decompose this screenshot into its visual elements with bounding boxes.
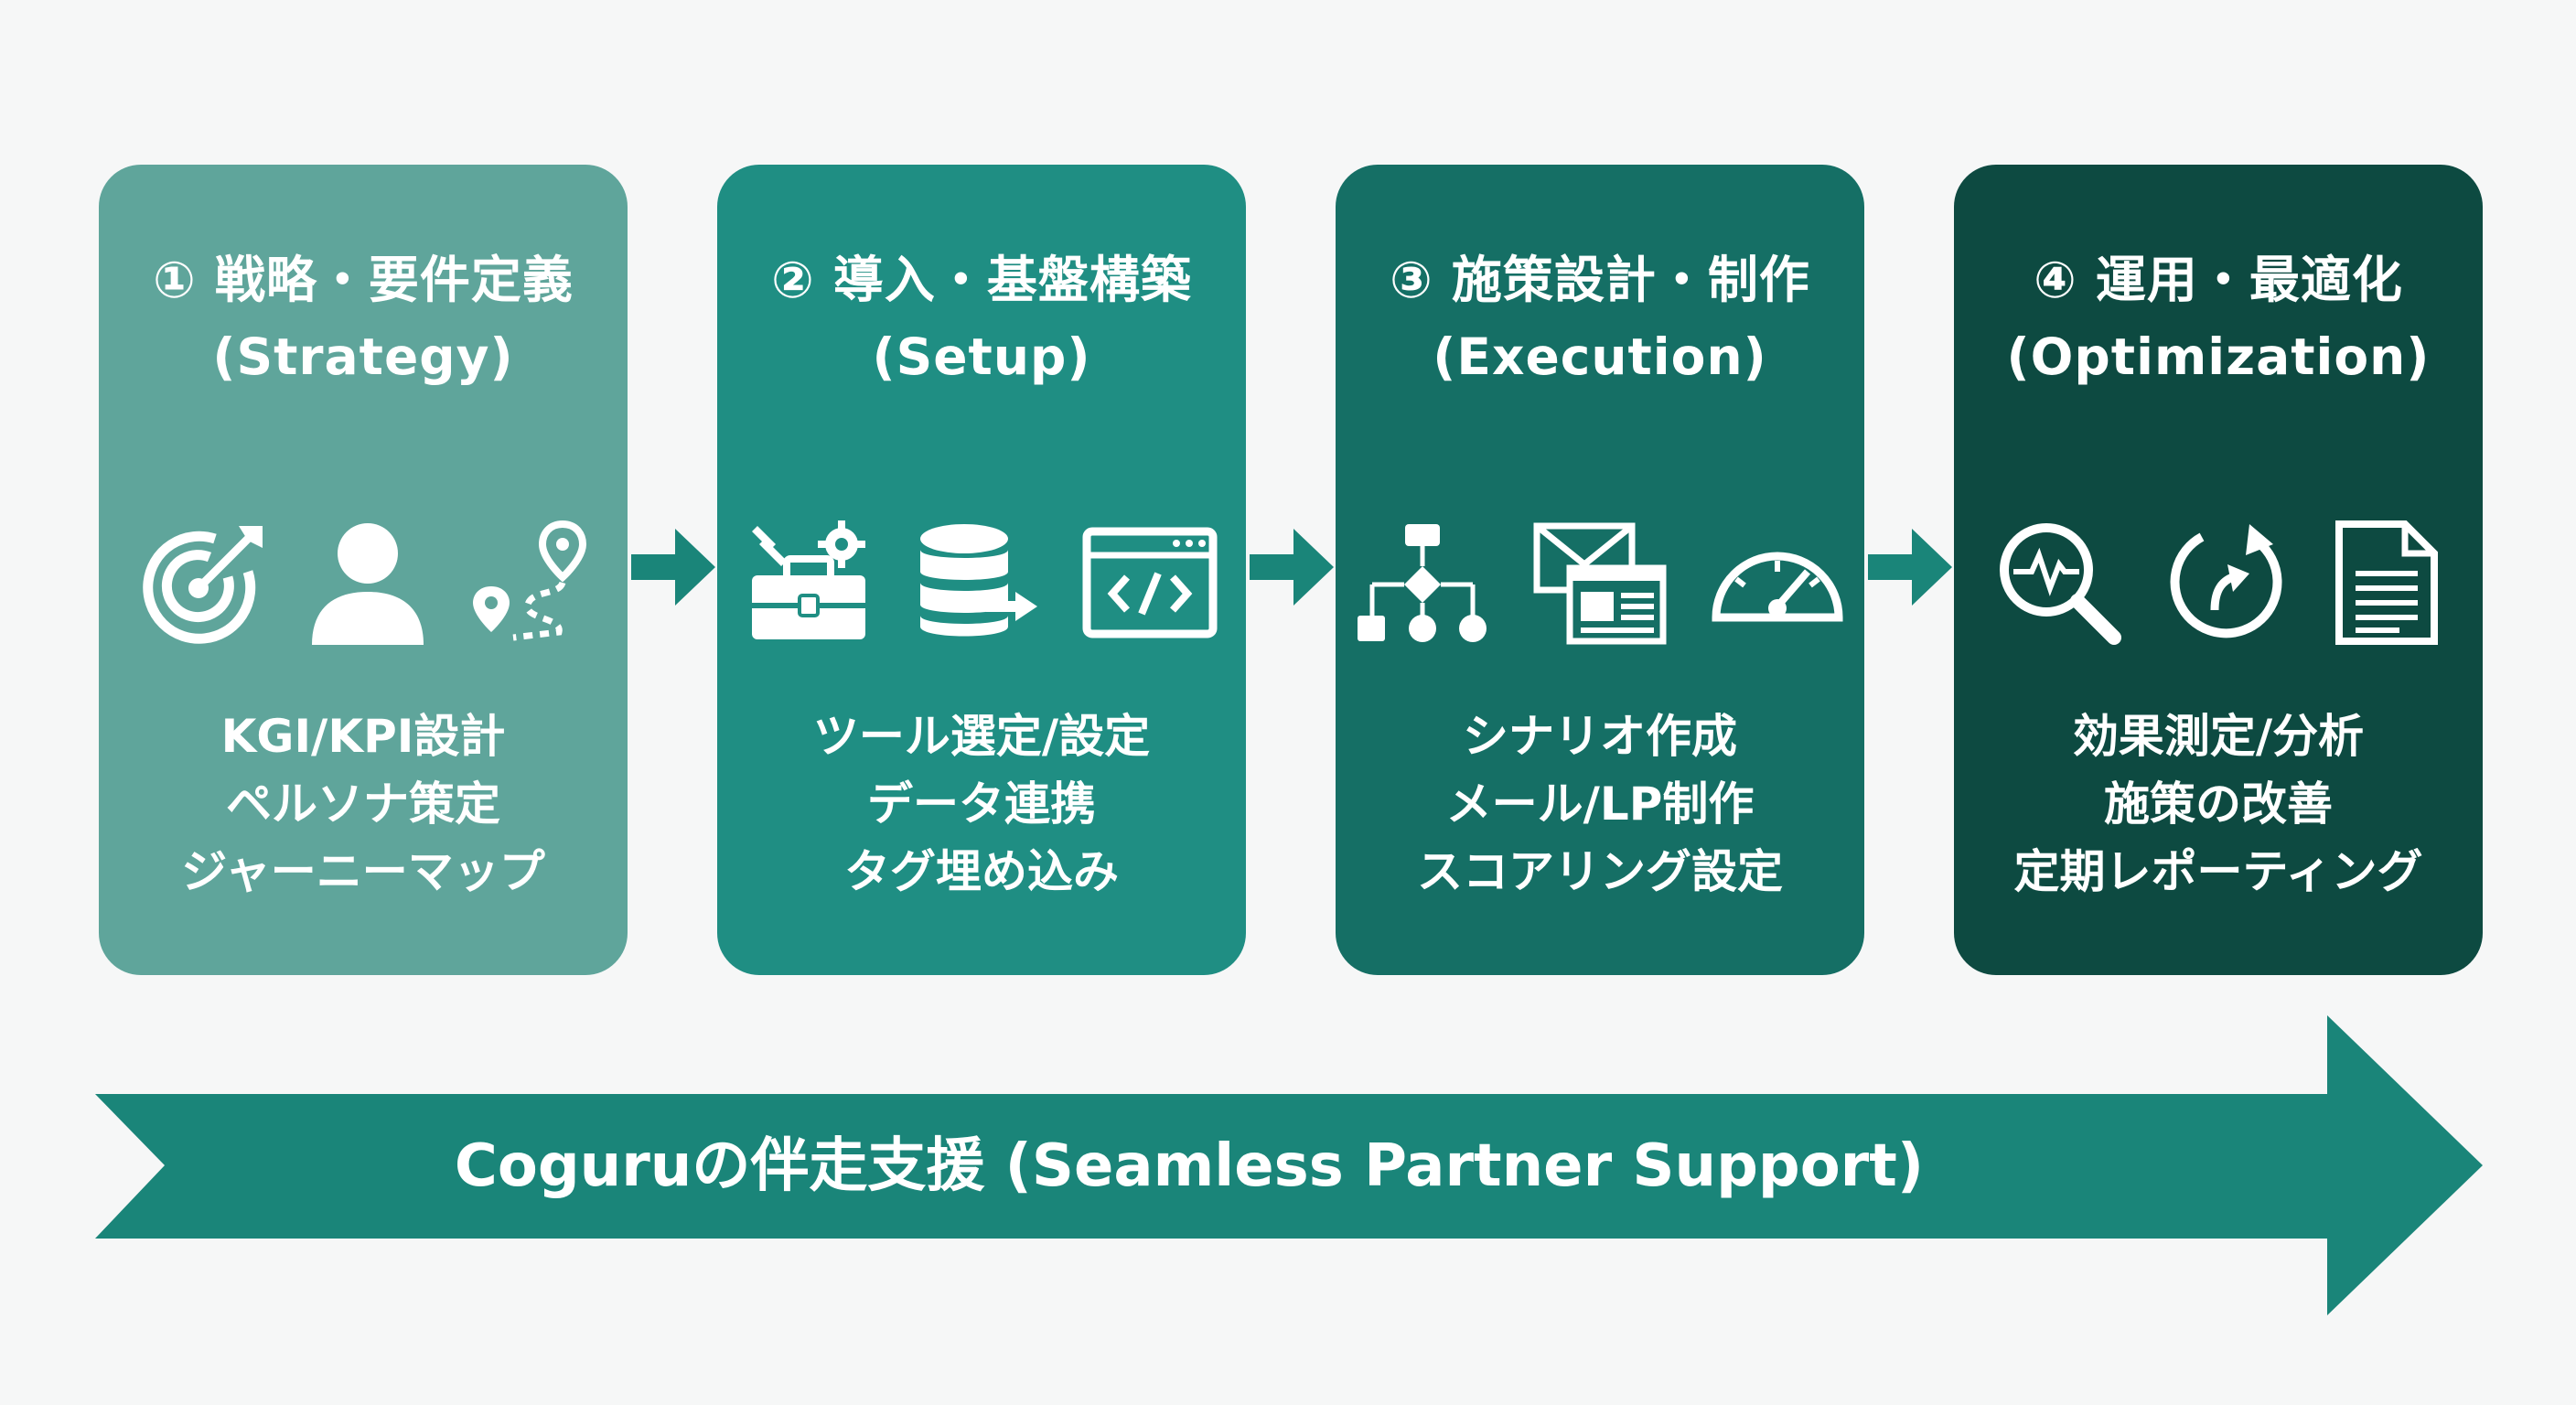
refresh-cycle-icon	[2163, 519, 2292, 647]
step-title: ③ 施策設計・制作 (Execution)	[1336, 241, 1864, 395]
step-title: ② 導入・基盤構築 (Setup)	[717, 241, 1246, 395]
user-icon	[308, 519, 427, 647]
support-banner-arrow	[95, 1015, 2483, 1315]
step-item: 効果測定/分析	[2072, 710, 2365, 763]
step-item: 施策の改善	[2104, 778, 2333, 831]
step-connector-arrow-icon	[631, 529, 715, 606]
step-item: シナリオ作成	[1463, 710, 1737, 763]
step-item: 定期レポーティング	[2013, 845, 2423, 898]
database-icon	[913, 519, 1041, 647]
email-icon	[1531, 519, 1669, 647]
step-item: ツール選定/設定	[812, 710, 1151, 763]
code-window-icon	[1081, 519, 1218, 647]
flowchart-icon	[1354, 519, 1491, 647]
step-title-main: ② 導入・基盤構築	[771, 251, 1192, 309]
step-title-sub: (Strategy)	[212, 327, 514, 386]
step-items: KGI/KPI設計 ペルソナ策定 ジャーニーマップ	[99, 702, 628, 906]
step-title-main: ④ 運用・最適化	[2034, 251, 2403, 309]
step-items: ツール選定/設定 データ連携 タグ埋め込み	[717, 702, 1246, 906]
step-title: ① 戦略・要件定義 (Strategy)	[99, 241, 628, 395]
step-title-sub: (Execution)	[1433, 327, 1767, 386]
map-route-icon	[467, 519, 586, 647]
step-title-sub: (Setup)	[872, 327, 1091, 386]
step-card-setup: ② 導入・基盤構築 (Setup)	[717, 165, 1246, 975]
analytics-search-icon	[1995, 519, 2123, 647]
step-item: データ連携	[867, 778, 1096, 831]
step-items: シナリオ作成 メール/LP制作 スコアリング設定	[1336, 702, 1864, 906]
step-item: タグ埋め込み	[844, 845, 1119, 898]
step-connector-arrow-icon	[1868, 529, 1952, 606]
step-title: ④ 運用・最適化 (Optimization)	[1954, 241, 2483, 395]
step-icons	[1336, 505, 1864, 660]
report-icon	[2332, 519, 2442, 647]
step-card-strategy: ① 戦略・要件定義 (Strategy)	[99, 165, 628, 975]
step-title-main: ① 戦略・要件定義	[153, 251, 574, 309]
step-card-optimization: ④ 運用・最適化 (Optimization)	[1954, 165, 2483, 975]
step-title-main: ③ 施策設計・制作	[1390, 251, 1810, 309]
support-banner-label: Coguruの伴走支援 (Seamless Partner Support)	[454, 1132, 1925, 1200]
step-item: スコアリング設定	[1417, 845, 1783, 898]
step-item: ペルソナ策定	[226, 778, 500, 831]
step-icons	[717, 505, 1246, 660]
step-title-sub: (Optimization)	[2006, 327, 2431, 386]
target-icon	[140, 519, 268, 647]
step-icons	[99, 505, 628, 660]
step-item: KGI/KPI設計	[220, 710, 506, 763]
step-items: 効果測定/分析 施策の改善 定期レポーティング	[1954, 702, 2483, 906]
step-connector-arrow-icon	[1250, 529, 1334, 606]
step-item: メール/LP制作	[1445, 778, 1755, 831]
gauge-icon	[1709, 519, 1846, 647]
toolbox-icon	[745, 519, 873, 647]
step-item: ジャーニーマップ	[181, 845, 545, 898]
step-icons	[1954, 505, 2483, 660]
step-card-execution: ③ 施策設計・制作 (Execution)	[1336, 165, 1864, 975]
